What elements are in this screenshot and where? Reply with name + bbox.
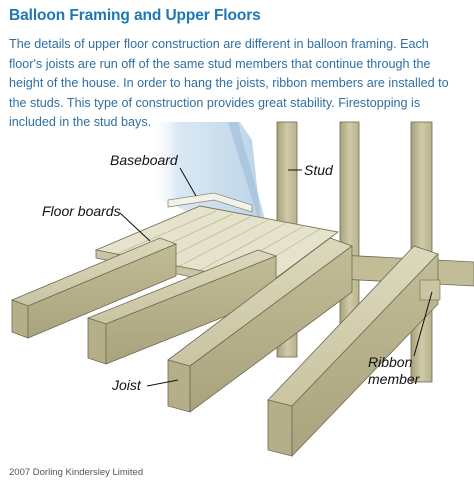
floor-boards-leader bbox=[119, 212, 151, 242]
joist-label: Joist bbox=[111, 377, 142, 393]
ribbon-label: Ribbon bbox=[368, 354, 413, 370]
baseboard-leader bbox=[179, 167, 197, 197]
joist-beam bbox=[167, 237, 353, 413]
member-label: member bbox=[368, 371, 421, 387]
joist-beam bbox=[10, 237, 178, 339]
floor-boards-label: Floor boards bbox=[42, 203, 121, 219]
baseboard bbox=[167, 192, 253, 213]
balloon-framing-illustration: Baseboard Stud Floor boards Joist Ribbon… bbox=[10, 121, 474, 457]
stud-post bbox=[419, 279, 441, 301]
stud-label: Stud bbox=[304, 162, 334, 178]
joist-leader bbox=[146, 379, 179, 387]
page-title: Balloon Framing and Upper Floors bbox=[9, 7, 261, 24]
joist-beam bbox=[86, 249, 278, 365]
joist-beam bbox=[267, 245, 439, 457]
ribbon-member-leader bbox=[413, 291, 433, 357]
copyright-notice: 2007 Dorling Kindersley Limited bbox=[9, 467, 144, 478]
wall-panel bbox=[150, 122, 268, 236]
baseboard-label: Baseboard bbox=[110, 152, 179, 168]
intro-paragraph: The details of upper floor construction … bbox=[9, 37, 449, 130]
